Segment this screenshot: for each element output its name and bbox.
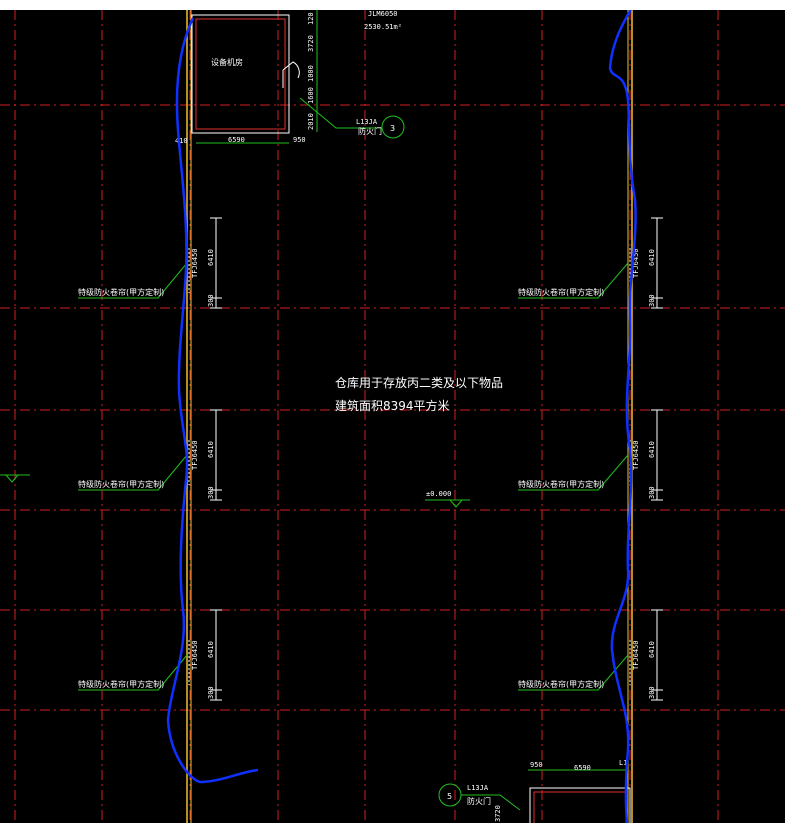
wall-left bbox=[186, 10, 192, 823]
shutter-code: TFJ6450 bbox=[632, 248, 640, 278]
cad-drawing-canvas[interactable]: 设备机房 6590 950 410 JLM6050 2530.51m² 120 … bbox=[0, 10, 785, 823]
fire-shutter-2[interactable]: 6410 300 TFJ6450 特级防火卷帘(甲方定制) bbox=[518, 217, 663, 309]
shutter-code: TFJ6450 bbox=[191, 248, 199, 278]
dim-1: 3720 bbox=[307, 35, 315, 52]
shutter-span-dim: 6410 bbox=[648, 441, 656, 458]
room-bottom-side-dim: 950 bbox=[530, 761, 543, 769]
door-code-bottom: L13JA bbox=[467, 784, 489, 792]
fire-shutter-1[interactable]: 6410 300 TFJ6450 特级防火卷帘(甲方定制) bbox=[78, 217, 222, 309]
shutter-code: TFJ6450 bbox=[191, 640, 199, 670]
shutter-code: TFJ6450 bbox=[632, 640, 640, 670]
room-bottom-width-dim: 6590 bbox=[574, 764, 591, 772]
shutter-gap-dim: 300 bbox=[207, 486, 215, 499]
top-white-strip bbox=[0, 0, 785, 10]
room-width-dim: 6590 bbox=[228, 136, 245, 144]
shutter-gap-dim: 300 bbox=[648, 686, 656, 699]
shutter-gap-dim: 300 bbox=[648, 486, 656, 499]
shutter-label: 特级防火卷帘(甲方定制) bbox=[78, 479, 164, 489]
room-left-dim: 410 bbox=[175, 137, 188, 145]
door-label-bottom: 防火门 bbox=[467, 796, 491, 806]
revision-markup-left bbox=[166, 17, 259, 784]
equipment-room-bottom[interactable]: 950 6590 L1 bbox=[528, 759, 631, 823]
dimension-chain-top: 120 3720 1000 1600 2010 bbox=[307, 10, 318, 132]
shutter-leader bbox=[518, 262, 629, 299]
room-side-dim: 950 bbox=[293, 136, 306, 144]
shutter-span-dim: 6410 bbox=[648, 249, 656, 266]
shutter-leader bbox=[518, 454, 629, 491]
elevation-label: ±0.000 bbox=[426, 490, 451, 498]
dim-4: 2010 bbox=[307, 113, 315, 130]
fire-door-callout-bottom[interactable]: 5 L13JA 防火门 3720 bbox=[438, 783, 521, 822]
shutter-span-dim: 6410 bbox=[207, 249, 215, 266]
main-note-line-2: 建筑面积8394平方米 bbox=[335, 398, 450, 413]
shutter-label: 特级防火卷帘(甲方定制) bbox=[78, 679, 164, 689]
header-area: 2530.51m² bbox=[364, 23, 402, 31]
door-code-top: L13JA bbox=[356, 118, 378, 126]
header-code: JLM6050 bbox=[368, 10, 398, 18]
door-label-top: 防火门 bbox=[358, 126, 382, 136]
shutter-leader bbox=[78, 262, 188, 299]
door-circle-top: 3 bbox=[390, 124, 395, 133]
main-note-line-1: 仓库用于存放丙二类及以下物品 bbox=[335, 375, 503, 390]
shutter-leader bbox=[518, 654, 629, 691]
elevation-mark: ±0.000 bbox=[425, 490, 470, 508]
equipment-room-label: 设备机房 bbox=[211, 57, 243, 67]
fire-door-callout-top[interactable]: L13JA 防火门 3 bbox=[299, 97, 405, 139]
shutter-span-dim: 6410 bbox=[648, 641, 656, 658]
shutter-label: 特级防火卷帘(甲方定制) bbox=[518, 479, 604, 489]
fire-shutter-4[interactable]: 6410 300 TFJ6450 特级防火卷帘(甲方定制) bbox=[518, 409, 663, 501]
shutter-code: TFJ6450 bbox=[632, 440, 640, 470]
elevation-mark-left bbox=[0, 474, 30, 483]
shutter-span-dim: 6410 bbox=[207, 441, 215, 458]
shutter-span-dim: 6410 bbox=[207, 641, 215, 658]
revision-markup-right bbox=[608, 10, 637, 823]
fire-shutter-3[interactable]: 6410 300 TFJ6450 特级防火卷帘(甲方定制) bbox=[78, 409, 222, 501]
dim-3: 1600 bbox=[307, 87, 315, 104]
door-dim-bottom: 3720 bbox=[494, 805, 502, 822]
door-circle-bottom: 5 bbox=[447, 792, 452, 801]
shutter-leader bbox=[78, 454, 188, 491]
shutter-code: TFJ6450 bbox=[191, 440, 199, 470]
fire-shutter-6[interactable]: 6410 300 TFJ6450 特级防火卷帘(甲方定制) bbox=[518, 609, 663, 701]
room-bottom-right-dim: L1 bbox=[619, 759, 627, 767]
shutter-label: 特级防火卷帘(甲方定制) bbox=[518, 679, 604, 689]
equipment-room-top[interactable]: 设备机房 6590 950 410 bbox=[175, 14, 306, 145]
shutter-gap-dim: 300 bbox=[207, 686, 215, 699]
dim-0: 120 bbox=[307, 12, 315, 25]
fire-shutter-5[interactable]: 6410 300 TFJ6450 特级防火卷帘(甲方定制) bbox=[78, 609, 222, 701]
shutter-label: 特级防火卷帘(甲方定制) bbox=[518, 287, 604, 297]
dim-2: 1000 bbox=[307, 65, 315, 82]
shutter-label: 特级防火卷帘(甲方定制) bbox=[78, 287, 164, 297]
shutter-gap-dim: 300 bbox=[207, 294, 215, 307]
fire-shutters: 6410300TFJ6450特级防火卷帘(甲方定制)6410300TFJ6450… bbox=[78, 217, 663, 701]
shutter-gap-dim: 300 bbox=[648, 294, 656, 307]
